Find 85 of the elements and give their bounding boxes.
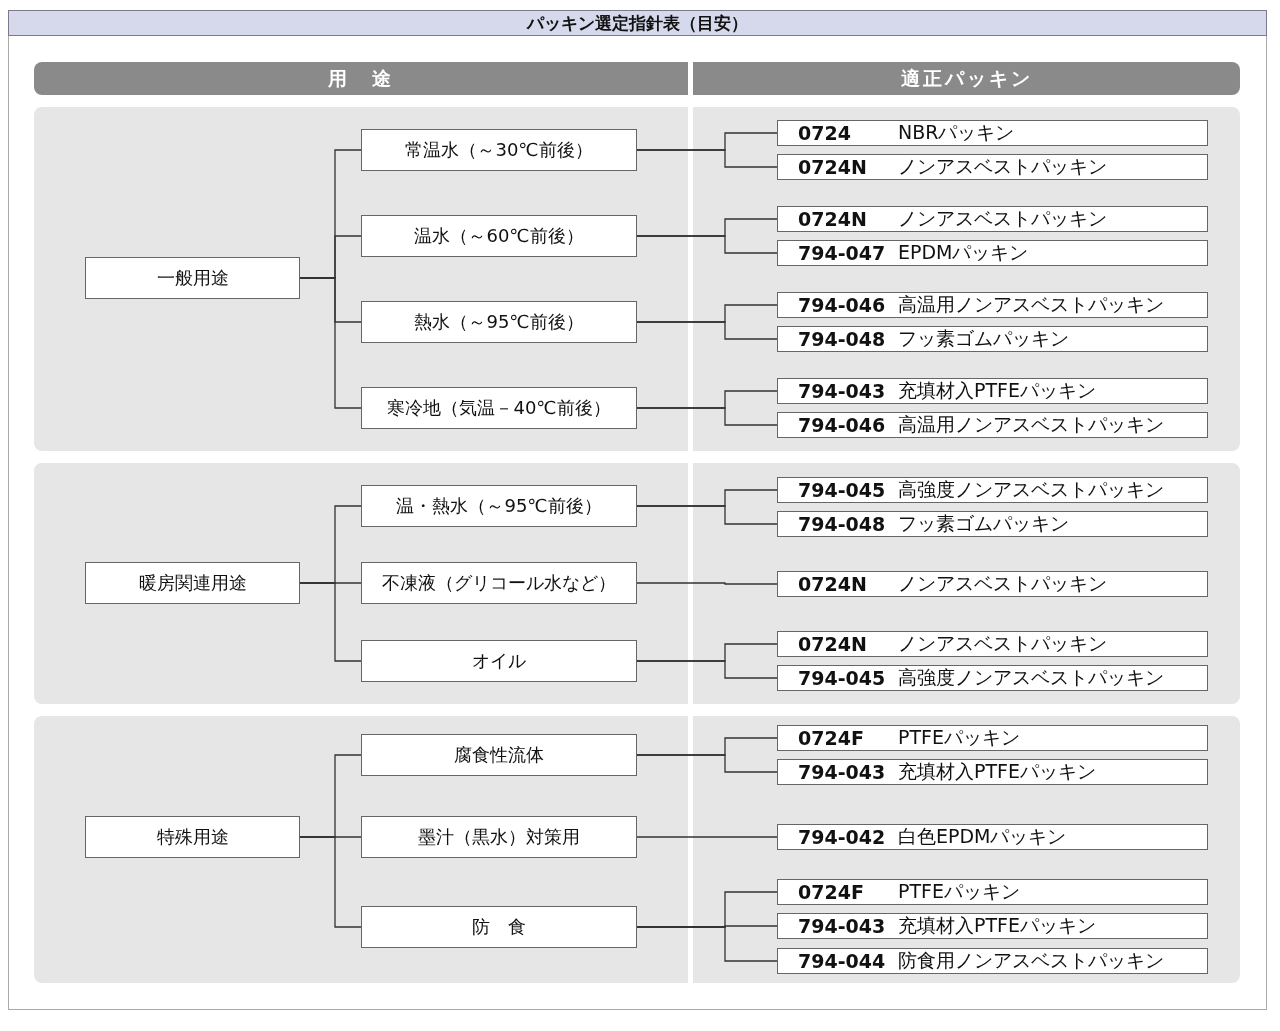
connector-line [636,660,778,679]
packing-box [777,948,1208,974]
packing-box [777,412,1208,438]
application-box: 熱水（～95℃前後） [361,301,637,343]
packing-name: ノンアスベストパッキン [898,631,1107,656]
connector-line [636,754,778,773]
application-box: 腐食性流体 [361,734,637,776]
application-box: 常温水（～30℃前後） [361,129,637,171]
packing-name: PTFEパッキン [898,725,1020,750]
packing-box [777,665,1208,691]
category-box: 暖房関連用途 [85,562,300,604]
packing-name: 高強度ノンアスベストパッキン [898,477,1164,502]
application-box: 寒冷地（気温－40℃前後） [361,387,637,429]
packing-box [777,240,1208,266]
packing-box [777,511,1208,537]
packing-name: フッ素ゴムパッキン [898,511,1069,536]
product-code: 794-048 [798,328,886,350]
packing-box [777,571,1208,597]
packing-name: 高温用ノンアスベストパッキン [898,292,1164,317]
application-box: 不凍液（グリコール水など） [361,562,637,604]
product-code: 794-043 [798,380,886,402]
product-code: 0724 [798,122,851,144]
column-header: 用 途 [34,62,688,95]
connector-line [636,582,778,585]
packing-box [777,326,1208,352]
packing-name: ノンアスベストパッキン [898,571,1107,596]
packing-box [777,292,1208,318]
packing-name: 充填材入PTFEパッキン [898,913,1096,938]
product-code: 794-047 [798,242,886,264]
packing-box [777,154,1208,180]
product-code: 0724N [798,573,867,595]
application-box: 墨汁（黒水）対策用 [361,816,637,858]
packing-name: NBRパッキン [898,120,1015,145]
application-box: 温・熱水（～95℃前後） [361,485,637,527]
product-code: 794-046 [798,294,886,316]
product-code: 794-045 [798,479,886,501]
product-code: 794-042 [798,826,886,848]
packing-name: 充填材入PTFEパッキン [898,378,1096,403]
product-code: 794-043 [798,761,886,783]
packing-box [777,879,1208,905]
packing-name: PTFEパッキン [898,879,1020,904]
connector-line [299,582,362,662]
packing-box [777,759,1208,785]
packing-box [777,824,1208,850]
product-code: 0724F [798,727,864,749]
application-box: 防 食 [361,906,637,948]
connector-line [636,321,778,340]
product-code: 0724N [798,208,867,230]
packing-name: 白色EPDMパッキン [898,824,1067,849]
connector-line [636,505,778,525]
packing-box [777,120,1208,146]
application-box: オイル [361,640,637,682]
product-code: 0724F [798,881,864,903]
connector-line [636,836,778,838]
connector-line [636,149,778,168]
packing-name: 充填材入PTFEパッキン [898,759,1096,784]
packing-box [777,631,1208,657]
packing-name: ノンアスベストパッキン [898,154,1107,179]
packing-name: EPDMパッキン [898,240,1029,265]
category-box: 一般用途 [85,257,300,299]
product-code: 0724N [798,633,867,655]
product-code: 794-044 [798,950,886,972]
packing-box [777,378,1208,404]
product-code: 794-045 [798,667,886,689]
packing-box [777,206,1208,232]
connector-line [636,926,778,962]
packing-name: 防食用ノンアスベストパッキン [898,948,1164,973]
product-code: 794-043 [798,915,886,937]
column-header: 適正パッキン [693,62,1240,95]
packing-name: 高強度ノンアスベストパッキン [898,665,1164,690]
product-code: 0724N [798,156,867,178]
category-box: 特殊用途 [85,816,300,858]
connector-line [299,836,362,928]
packing-box [777,477,1208,503]
product-code: 794-048 [798,513,886,535]
packing-box [777,725,1208,751]
packing-name: ノンアスベストパッキン [898,206,1107,231]
product-code: 794-046 [798,414,886,436]
table-title: パッキン選定指針表（目安） [8,10,1267,36]
application-box: 温水（～60℃前後） [361,215,637,257]
connector-line [636,235,778,254]
packing-name: フッ素ゴムパッキン [898,326,1069,351]
packing-box [777,913,1208,939]
packing-name: 高温用ノンアスベストパッキン [898,412,1164,437]
connector-line [636,407,778,426]
